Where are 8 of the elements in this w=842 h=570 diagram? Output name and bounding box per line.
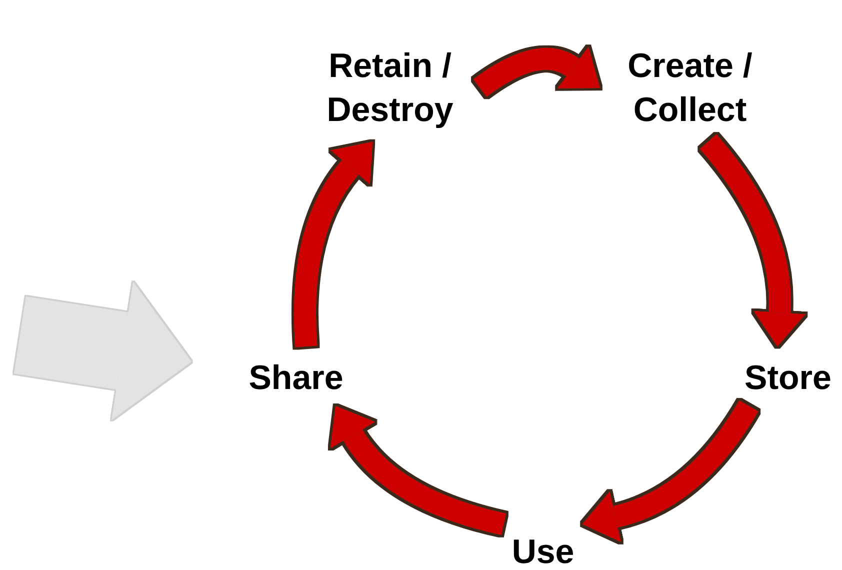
curved-arrow	[294, 140, 372, 347]
stage-label: Use	[512, 530, 574, 570]
stage-label: Store	[744, 356, 832, 400]
stage-label: Share	[248, 356, 344, 400]
stage-label: Retain / Destroy	[310, 44, 470, 132]
curved-arrow	[14, 282, 192, 420]
curved-arrow	[474, 46, 602, 97]
stage-label: Create / Collect	[610, 44, 770, 132]
